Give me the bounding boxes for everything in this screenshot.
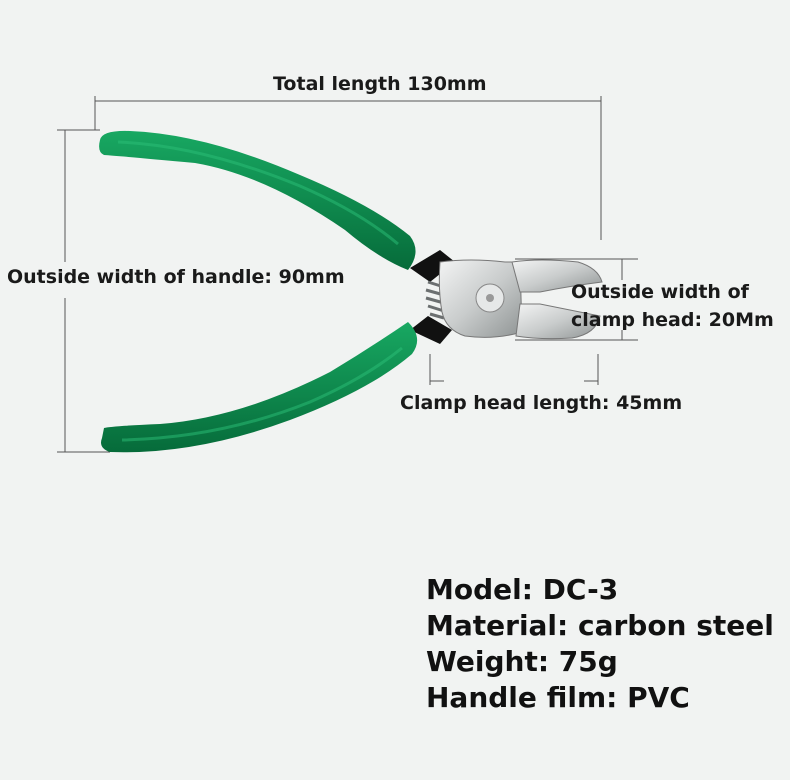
handle-width-label: Outside width of handle: 90mm — [7, 266, 345, 288]
spec-handle-film: Handle film: PVC — [426, 681, 690, 714]
spec-list: Model: DC-3 Material: carbon steel Weigh… — [426, 572, 774, 716]
spec-material: Material: carbon steel — [426, 609, 774, 642]
spring — [425, 280, 445, 320]
lower-handle — [101, 316, 452, 453]
upper-handle — [99, 130, 455, 282]
total-length-label: Total length 130mm — [273, 73, 487, 95]
clamp-width-label-line2: clamp head: 20Mm — [571, 309, 774, 331]
clamp-length-label: Clamp head length: 45mm — [400, 392, 683, 414]
spec-weight: Weight: 75g — [426, 645, 618, 678]
spec-model: Model: DC-3 — [426, 573, 619, 606]
dimension-lines — [57, 96, 638, 453]
clamp-width-label-line1: Outside width of — [571, 281, 749, 303]
pliers-head — [438, 259, 603, 340]
